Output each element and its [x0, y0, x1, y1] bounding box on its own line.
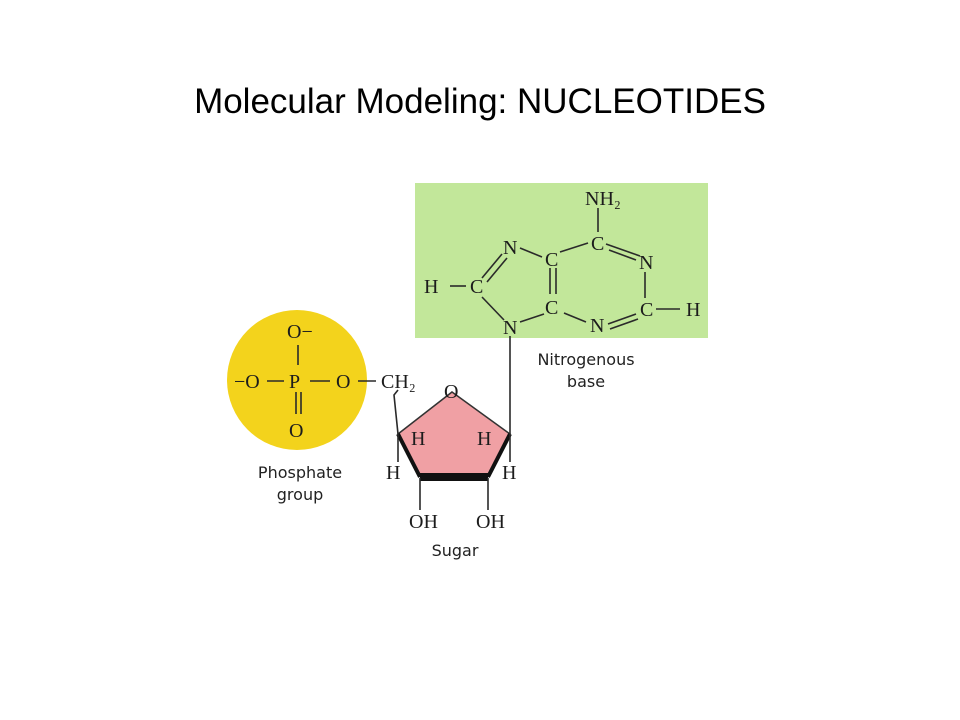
phosphate-bonds: [267, 345, 376, 414]
sugar-h-out-left: H: [386, 462, 400, 484]
phosphate-o-right: O: [336, 371, 350, 393]
phosphate-circle: [227, 310, 367, 450]
base-c-top: C: [591, 233, 604, 255]
sugar-ring-oxygen: O: [444, 381, 458, 403]
ch2-group: CH₂: [381, 371, 416, 393]
base-c-left: C: [470, 276, 483, 298]
base-background-panel: [415, 183, 708, 338]
sugar-label: Sugar: [432, 541, 479, 560]
base-n-bottom: N: [590, 315, 604, 337]
base-nh2: NH₂: [585, 188, 621, 210]
phosphate-o-top: O−: [287, 321, 313, 343]
slide-title: Molecular Modeling: NUCLEOTIDES: [194, 82, 766, 121]
base-label-line1: Nitrogenous: [537, 350, 634, 369]
phosphate-label-line2: group: [277, 485, 323, 504]
base-c-mid-bottom: C: [545, 297, 558, 319]
base-n-right: N: [639, 252, 653, 274]
base-label-line2: base: [567, 372, 605, 391]
base-bonds: [450, 208, 680, 330]
base-c-mid-top: C: [545, 249, 558, 271]
base-h-left: H: [424, 276, 438, 298]
sugar-h-in-right: H: [477, 428, 491, 450]
sugar-oh-right: OH: [476, 511, 505, 533]
phosphate-label-line1: Phosphate: [258, 463, 342, 482]
sugar-h-out-right: H: [502, 462, 516, 484]
sugar-h-in-left: H: [411, 428, 425, 450]
phosphate-o-left: −O: [234, 371, 260, 393]
sugar-ring-front-edge-left: [396, 433, 422, 478]
phosphate-o-bottom: O: [289, 420, 303, 442]
sugar-oh-left: OH: [409, 511, 438, 533]
base-c-right: C: [640, 299, 653, 321]
sugar-ring-front-edge-right: [486, 433, 512, 478]
base-n-bottom-left: N: [503, 317, 517, 339]
sugar-bonds: [393, 336, 511, 510]
base-n-top-left: N: [503, 237, 517, 259]
phosphate-p: P: [289, 371, 300, 393]
base-h-right: H: [686, 299, 700, 321]
